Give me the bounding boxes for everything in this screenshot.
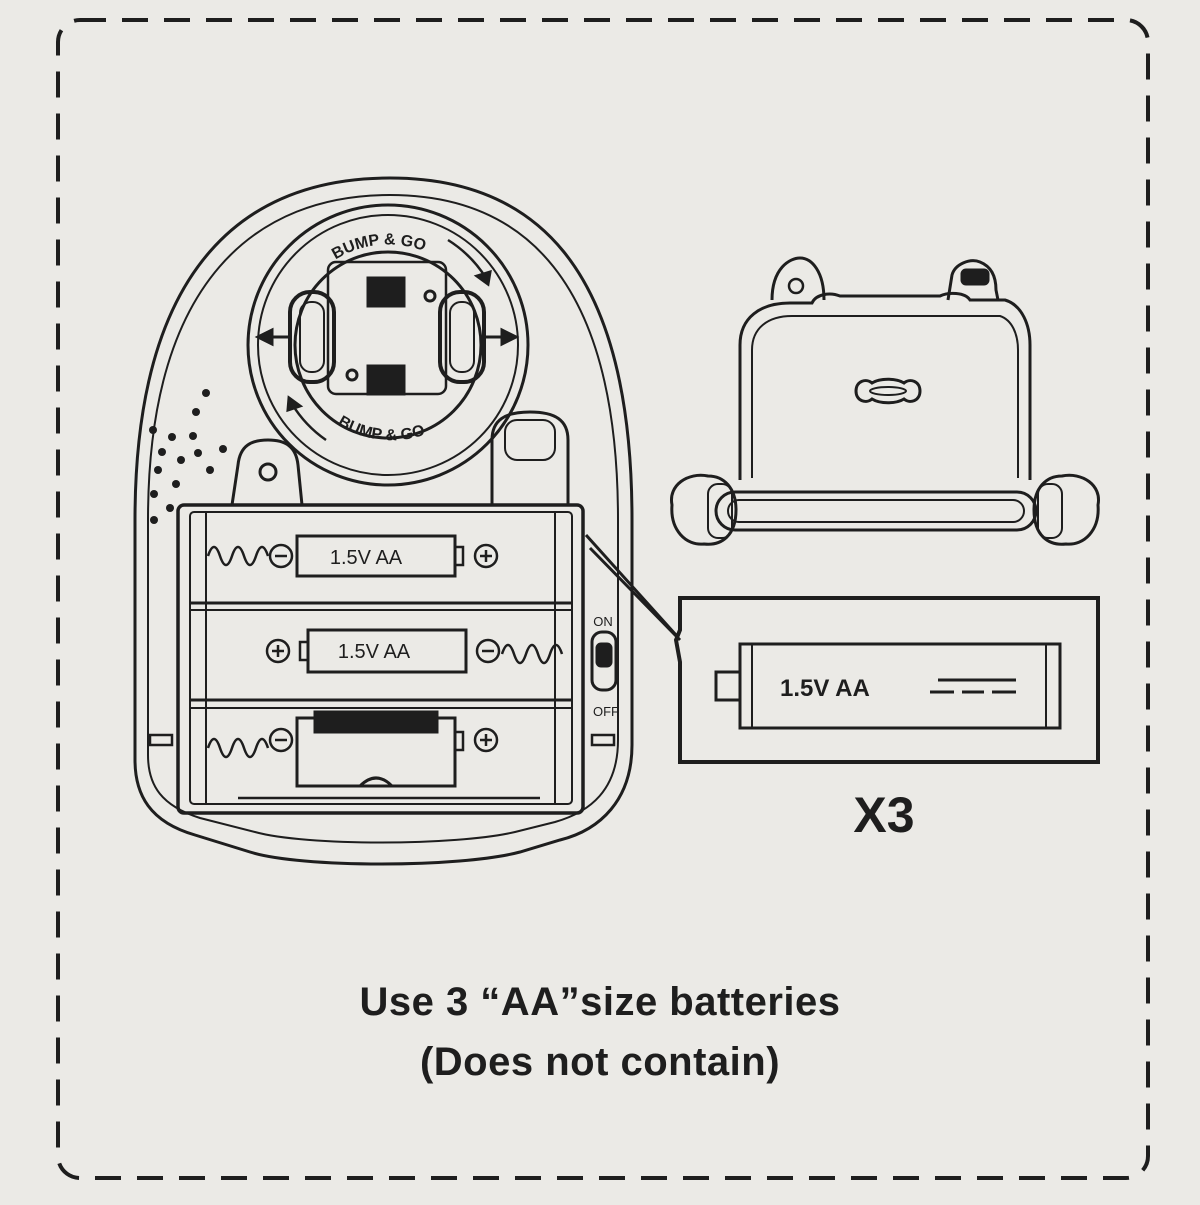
side-slot-left — [148, 733, 174, 747]
battery-1-label: 1.5V AA — [330, 547, 403, 569]
caption-line-2: (Does not contain) — [419, 1040, 781, 1084]
wheel-label-top: BUMP & GO — [329, 231, 428, 263]
side-slot-right — [590, 733, 616, 747]
battery-quantity: X3 — [853, 787, 914, 843]
caption-line-1: Use 3 “AA”size batteries — [359, 980, 841, 1024]
battery-slot-3 — [268, 710, 499, 788]
toy-underside: BUMP & GO BUMP & GO — [133, 176, 634, 866]
battery-2-label: 1.5V AA — [338, 641, 411, 663]
battery-compartment: 1.5V AA 1.5V AA — [176, 503, 585, 815]
front-post — [490, 410, 570, 505]
bump-and-go-wheel: BUMP & GO BUMP & GO — [246, 203, 530, 487]
switch-off-label: OFF — [593, 704, 619, 719]
toy-logo — [854, 377, 922, 405]
wheel-label-bottom: BUMP & GO — [335, 413, 427, 444]
toy-inner-shell — [147, 193, 619, 844]
speaker-grille — [149, 389, 227, 524]
switch-on-label: ON — [593, 614, 613, 629]
spring-slot-3 — [206, 737, 270, 759]
spring-slot-1 — [206, 545, 270, 567]
spring-slot-2 — [500, 643, 564, 665]
callout-pointer — [584, 533, 682, 642]
dashed-border — [56, 18, 1150, 1180]
screw-tab — [230, 438, 304, 506]
zoom-battery-label: 1.5V AA — [780, 675, 870, 702]
power-switch: ON OFF — [590, 614, 619, 719]
battery-slot-2: 1.5V AA — [265, 628, 501, 674]
toy-side-view — [670, 256, 1100, 546]
toy-shell-outline — [133, 176, 634, 866]
battery-callout-box: 1.5V AA — [673, 596, 1100, 764]
battery-slot-1: 1.5V AA — [268, 534, 499, 578]
